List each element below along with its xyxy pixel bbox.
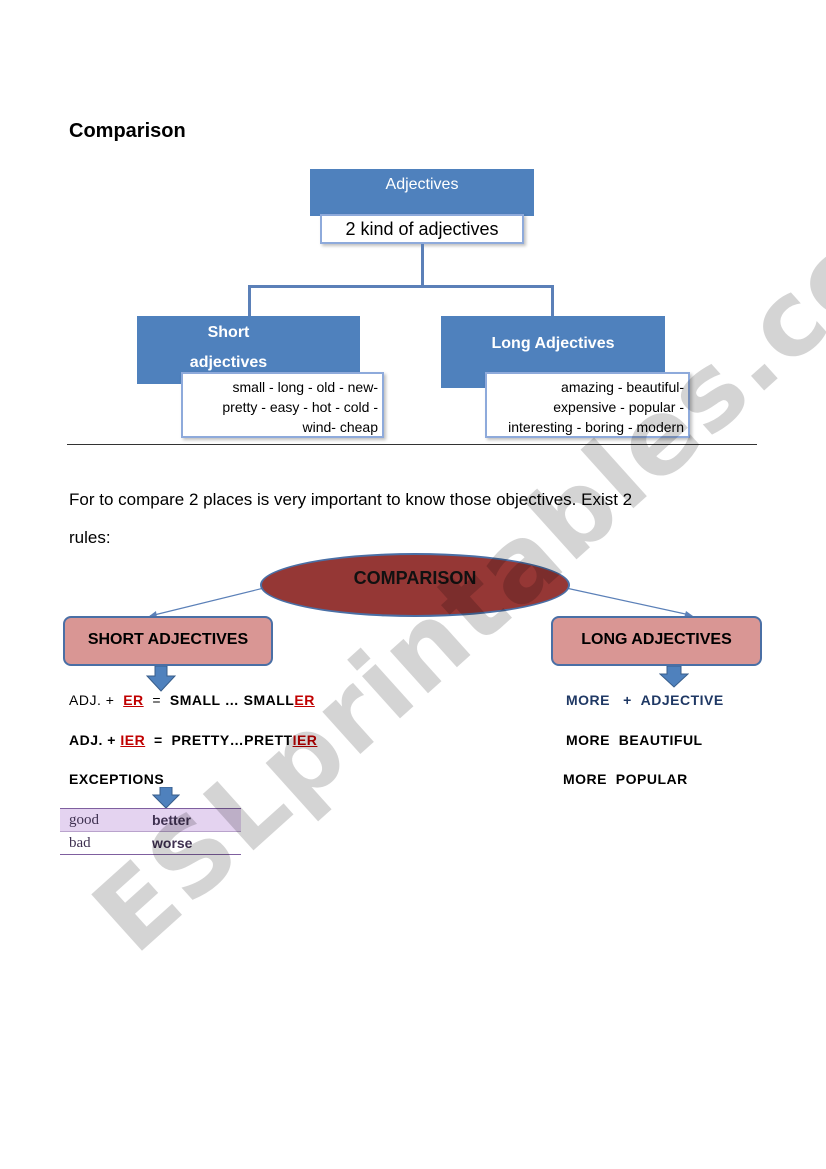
intro-line-2: rules: xyxy=(69,528,111,547)
intro-line-1: For to compare 2 places is very importan… xyxy=(69,490,633,509)
table-row: good better xyxy=(60,809,241,832)
root-sub-label: 2 kind of adjectives xyxy=(345,219,499,239)
down-arrow-icon xyxy=(659,666,689,688)
long-formula-plus: + xyxy=(623,692,632,708)
short-example-line: pretty - easy - hot - cold - xyxy=(222,399,378,415)
long-examples-box: amazing - beautiful- expensive - popular… xyxy=(485,372,690,438)
long-example-line: expensive - popular - xyxy=(553,399,684,415)
root-node: Adjectives xyxy=(310,169,534,216)
rule-er-eq: = xyxy=(152,692,162,708)
short-node-line2: adjectives xyxy=(189,354,268,371)
down-arrow-icon xyxy=(146,666,176,692)
long-formula-more: MORE xyxy=(566,692,610,708)
rule-ier: ADJ. + IER = PRETTY…PRETTIER xyxy=(69,732,317,748)
exceptions-label: EXCEPTIONS xyxy=(69,771,165,787)
short-example-line: small - long - old - new- xyxy=(232,379,379,395)
connector-horizontal xyxy=(248,285,554,288)
rule-ier-example-suffix: IER xyxy=(292,732,318,748)
short-adjectives-box: SHORT ADJECTIVES xyxy=(63,616,273,666)
short-adjectives-label: SHORT ADJECTIVES xyxy=(87,631,249,648)
long-formula: MORE + ADJECTIVE xyxy=(566,692,724,708)
long-example-line: interesting - boring - modern xyxy=(508,419,684,435)
long-example-1: MORE BEAUTIFUL xyxy=(566,732,703,748)
rule-ier-eq: = xyxy=(153,732,163,748)
exception-base: good xyxy=(69,812,99,828)
down-arrow-icon xyxy=(152,787,180,809)
exception-comparative: worse xyxy=(152,835,193,851)
exception-base: bad xyxy=(69,835,91,851)
long-example-line: amazing - beautiful- xyxy=(561,379,684,395)
short-example-line: wind- cheap xyxy=(302,419,379,435)
arrow-line-right xyxy=(565,587,691,616)
short-examples-box: small - long - old - new- pretty - easy … xyxy=(181,372,384,438)
connector-vertical xyxy=(421,244,424,287)
rule-er-example-suffix: ER xyxy=(294,692,315,708)
long-adjectives-box: LONG ADJECTIVES xyxy=(551,616,762,666)
long-example-2: MORE POPULAR xyxy=(563,771,688,787)
short-node-line1: Short xyxy=(207,324,250,341)
table-row: bad worse xyxy=(60,832,241,854)
comparison-ellipse xyxy=(260,553,570,617)
divider xyxy=(67,444,757,445)
rule-er-prefix: ADJ. + xyxy=(69,692,115,708)
comparison-label: COMPARISON xyxy=(353,568,477,588)
rule-er: ADJ. + ER = SMALL … SMALLER xyxy=(69,692,315,708)
long-adjectives-label: LONG ADJECTIVES xyxy=(581,631,732,648)
long-formula-adj: ADJECTIVE xyxy=(640,692,724,708)
connector-right xyxy=(551,285,554,317)
root-sub-box: 2 kind of adjectives xyxy=(320,214,524,244)
rule-er-suffix: ER xyxy=(123,692,144,708)
connector-left xyxy=(248,285,251,317)
root-node-label: Adjectives xyxy=(385,176,459,193)
page-title: Comparison xyxy=(69,120,186,142)
rule-ier-example: PRETTY…PRETT xyxy=(171,732,293,748)
rule-er-example: SMALL … SMALL xyxy=(169,692,295,708)
arrow-line-left xyxy=(149,586,269,617)
exceptions-table: good better bad worse xyxy=(60,808,241,855)
long-node-label: Long Adjectives xyxy=(491,335,615,352)
exception-comparative: better xyxy=(152,812,191,828)
rule-ier-suffix: IER xyxy=(120,732,146,748)
rule-ier-prefix: ADJ. + xyxy=(69,732,116,748)
